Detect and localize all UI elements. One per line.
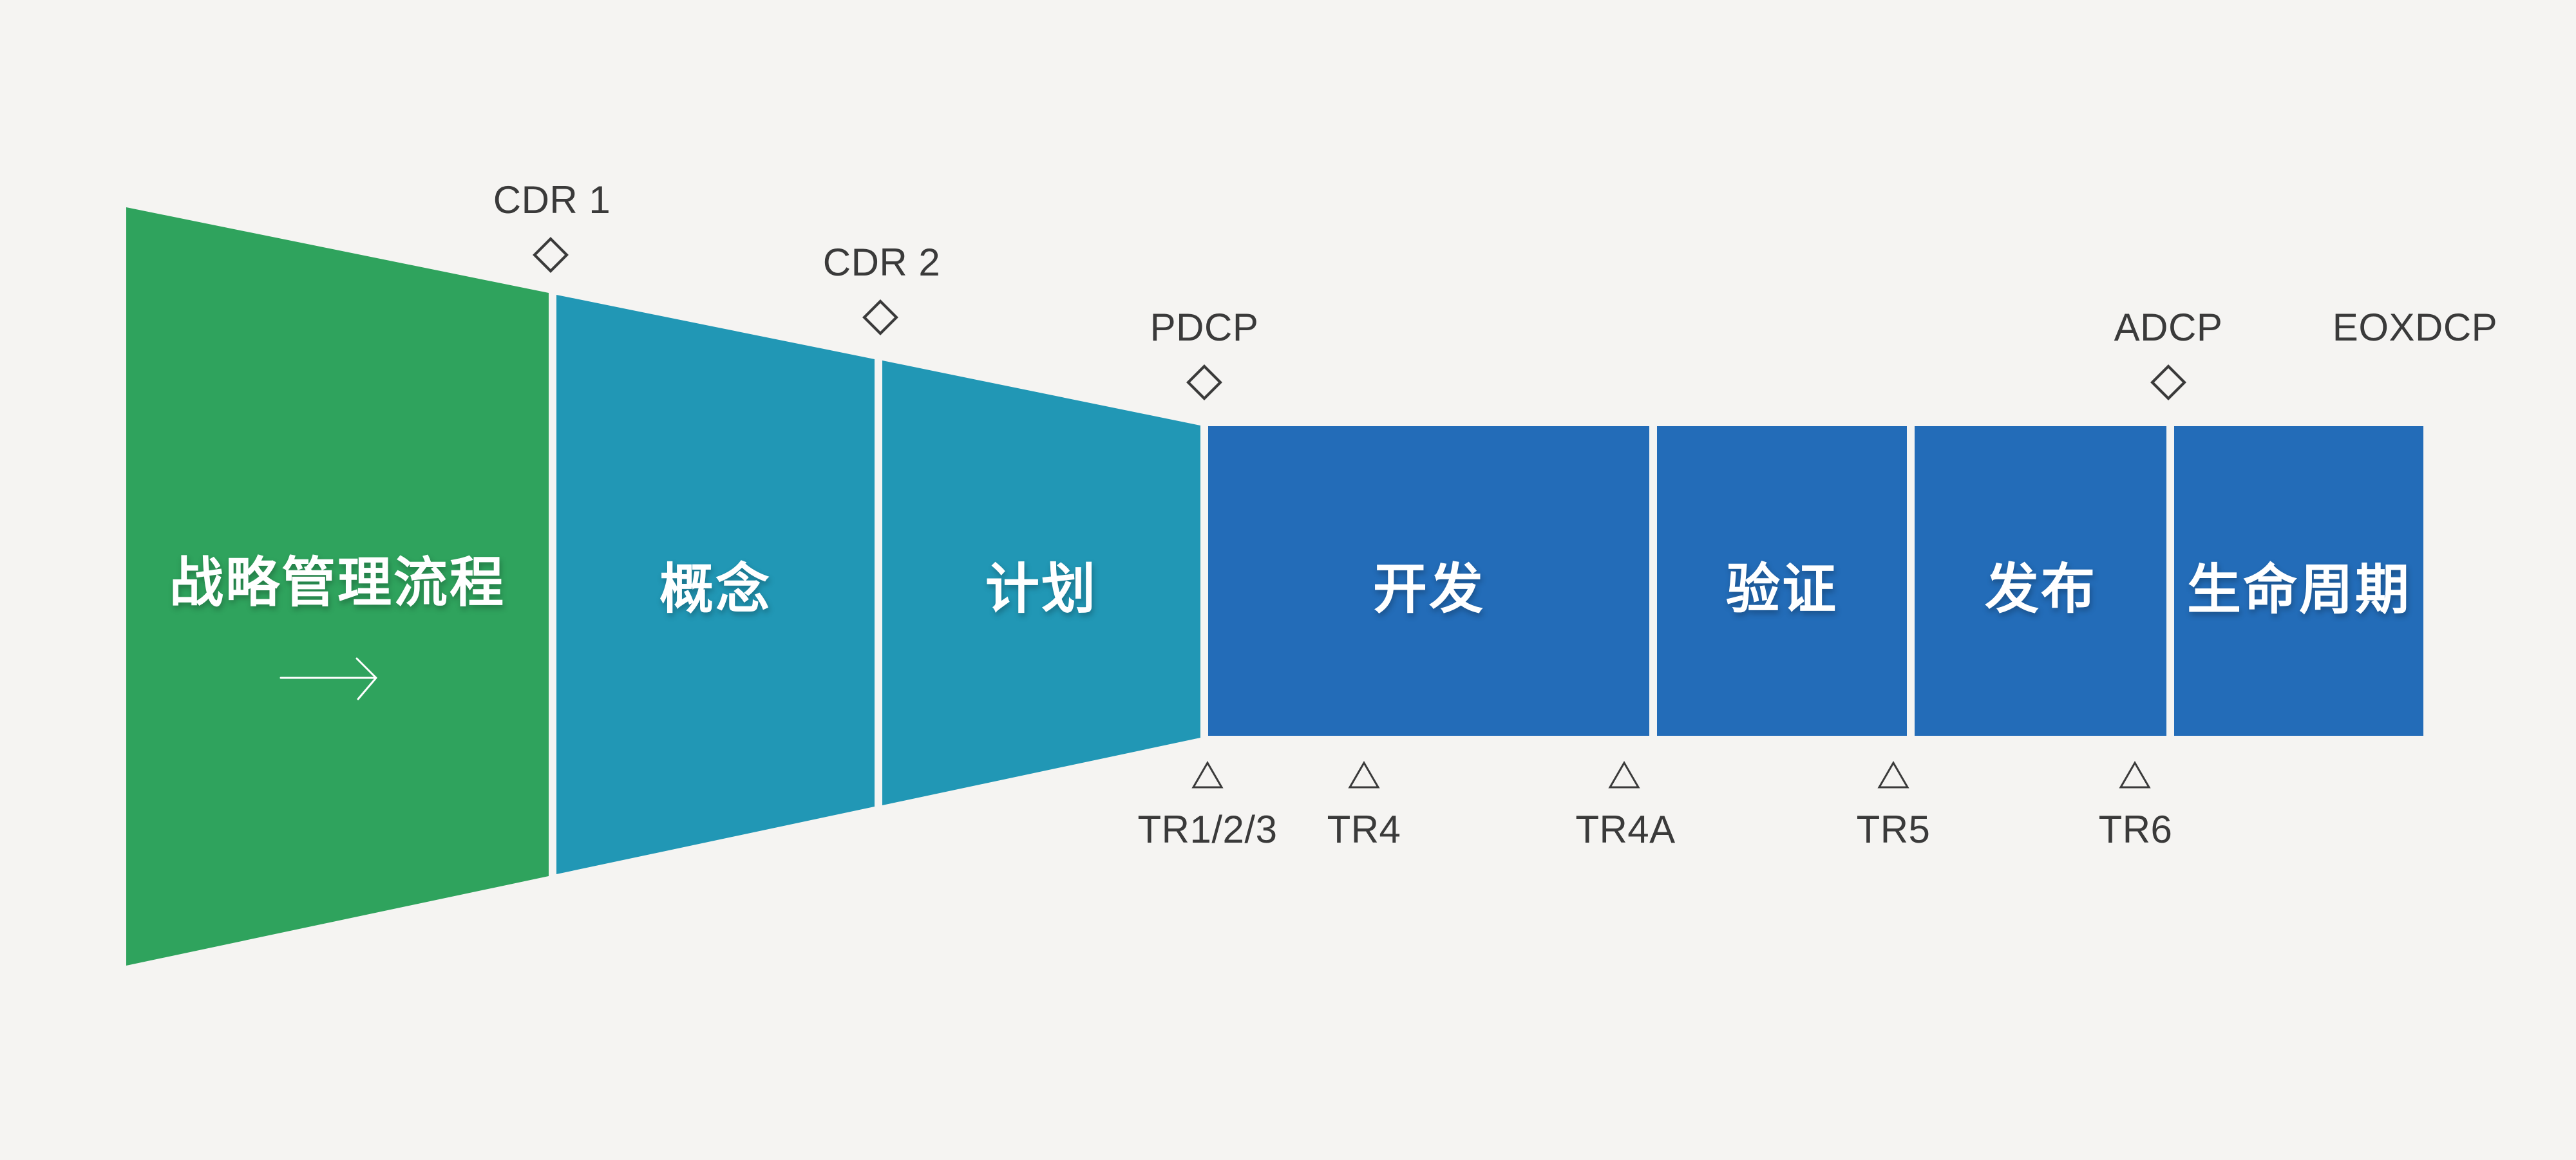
triangle-icon [1608,761,1640,789]
diamond-icon [862,299,898,335]
phase-shape-develop [1208,426,1649,736]
review-tr4a-label: TR4A [1575,808,1676,851]
verify-label: 验证 [1725,559,1839,619]
checkpoint-cdr2-label: CDR 2 [822,241,941,284]
concept-label: 概念 [659,559,772,619]
phase-shape-concept [556,295,875,874]
strategy-label: 战略管理流程 [169,552,506,613]
release-label: 发布 [1984,559,2098,619]
review-tr123-label: TR1/2/3 [1137,808,1278,851]
triangle-icon [1877,761,1909,789]
review-tr5-label: TR5 [1856,808,1931,851]
triangle-icon [2119,761,2151,789]
checkpoint-cdr1-label: CDR 1 [493,178,611,221]
phase-shape-plan [882,360,1200,805]
phase-shape-verify [1657,426,1907,736]
diamond-icon [1186,364,1222,400]
diamond-icon [533,237,569,273]
plan-label: 计划 [985,559,1098,619]
phase-shape-release [1915,426,2166,736]
phase-shape-strategy [126,207,549,966]
review-tr6-label: TR6 [2098,808,2173,851]
triangle-icon [1348,761,1380,789]
review-tr4-label: TR4 [1327,808,1401,851]
diamond-icon [2150,364,2186,400]
phase-shape-lifecycle [2174,426,2423,736]
right-arrow-icon [279,657,377,700]
checkpoint-pdcp-label: PDCP [1150,306,1259,349]
develop-label: 开发 [1372,559,1486,619]
lifecycle-label: 生命周期 [2186,559,2412,620]
checkpoint-eoxdcp-label: EOXDCP [2332,306,2498,349]
checkpoint-adcp-label: ADCP [2114,306,2223,349]
triangle-icon [1191,761,1224,789]
